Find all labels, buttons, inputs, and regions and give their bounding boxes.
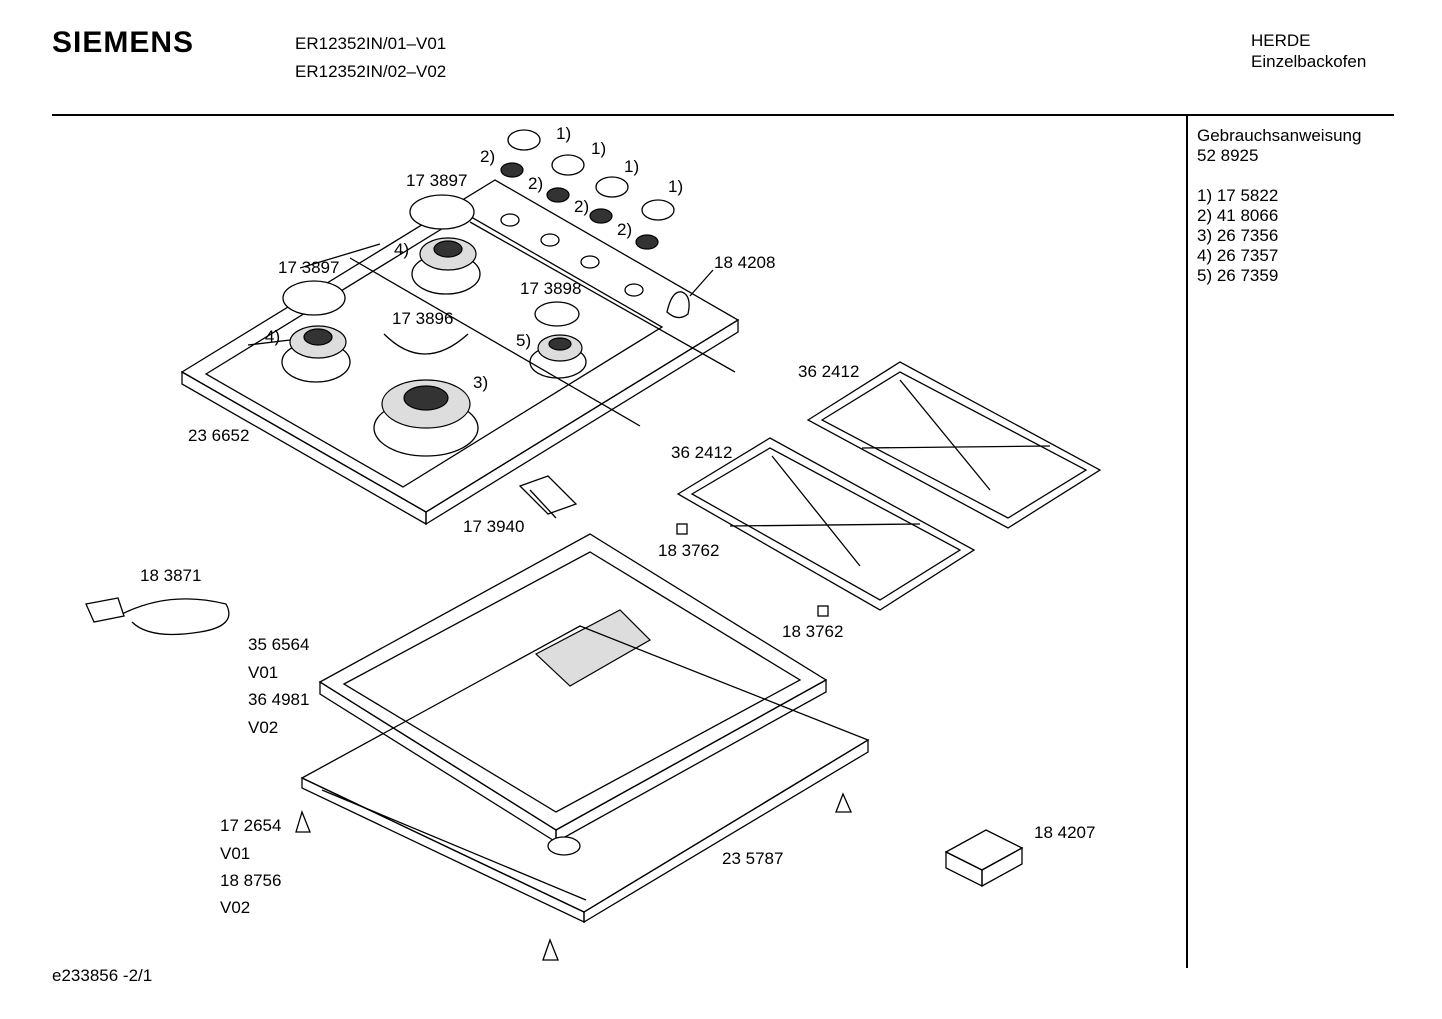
label-ignition-button: 18 4208 xyxy=(714,253,775,272)
label-cap-left: 17 3897 xyxy=(278,258,339,277)
label-burner-small: 5) xyxy=(516,331,531,350)
ignition-button xyxy=(666,269,714,319)
legend-panel: Gebrauchsanweisung 52 8925 1) 17 5822 2)… xyxy=(1197,126,1361,286)
burner-caps xyxy=(282,194,580,355)
label-foot-upper: 18 3762 xyxy=(658,541,719,560)
label-burner-medium: 4) xyxy=(265,327,280,346)
label-base-tray: 23 5787 xyxy=(722,849,783,868)
hob-top-plate xyxy=(180,179,740,526)
label-cap-top: 17 3897 xyxy=(406,171,467,190)
label-knob-ring: 2) xyxy=(480,147,495,166)
label-foot-v02: 18 8756 xyxy=(220,871,281,890)
label-foot-lower: 18 3762 xyxy=(782,622,843,641)
label-hob-top: 23 6652 xyxy=(188,426,249,445)
exploded-drawing: 1) 1) 1) 1) 2) 2) 2) 2) 17 3897 17 3897 … xyxy=(85,124,1102,961)
model-number: ER12352IN/02–V02 xyxy=(295,62,447,81)
mounting-frame xyxy=(318,533,828,844)
legend-item: 3) 26 7356 xyxy=(1197,226,1279,245)
legend-item: 2) 41 8066 xyxy=(1197,206,1279,225)
footer-code: e233856 -2/1 xyxy=(52,966,153,985)
label-frame-v01: 35 6564 xyxy=(248,635,309,654)
label-foot-v01-tag: V01 xyxy=(220,844,250,863)
grate-rear xyxy=(806,361,1102,529)
label-knob: 1) xyxy=(624,157,639,176)
legend-item: 1) 17 5822 xyxy=(1197,186,1279,205)
label-cap-large: 17 3896 xyxy=(392,309,453,328)
label-knob: 1) xyxy=(668,177,683,196)
knob-holes xyxy=(500,213,644,297)
category-block: HERDE Einzelbackofen xyxy=(1251,30,1366,72)
legend-doc-number: 52 8925 xyxy=(1197,146,1259,165)
legend-spacer xyxy=(1197,166,1361,186)
burner-large xyxy=(373,379,479,457)
label-knob-ring: 2) xyxy=(528,174,543,193)
label-foot-v02-tag: V02 xyxy=(220,898,250,917)
burner-top xyxy=(411,237,481,295)
grate-front xyxy=(676,437,976,611)
model-number: ER12352IN/01–V01 xyxy=(295,34,447,53)
legend-item: 5) 26 7359 xyxy=(1197,266,1279,285)
power-cord xyxy=(85,597,230,636)
label-connector: 17 3940 xyxy=(463,517,524,536)
legend-title: Gebrauchsanweisung xyxy=(1197,126,1362,145)
label-burner-medium: 4) xyxy=(394,240,409,259)
burner-small xyxy=(529,334,587,379)
label-foot-v01: 17 2654 xyxy=(220,816,281,835)
category-line: Einzelbackofen xyxy=(1251,52,1367,71)
junction-box xyxy=(944,829,1024,888)
base-tray xyxy=(300,625,870,924)
label-cap-small: 17 3898 xyxy=(520,279,581,298)
label-grate-rear: 36 2412 xyxy=(798,362,859,381)
part-labels: 1) 1) 1) 1) 2) 2) 2) 2) 17 3897 17 3897 … xyxy=(140,124,1095,917)
connector-block xyxy=(518,475,578,519)
label-knob-ring: 2) xyxy=(574,197,589,216)
burner-left xyxy=(281,325,351,383)
legend-item: 4) 26 7357 xyxy=(1197,246,1279,265)
rubber-feet xyxy=(676,523,829,617)
label-frame-v01-tag: V01 xyxy=(248,663,278,682)
tray-feet xyxy=(295,792,853,961)
header-divider xyxy=(52,114,1394,116)
label-knob: 1) xyxy=(591,139,606,158)
category-line: HERDE xyxy=(1251,31,1311,50)
label-knob-ring: 2) xyxy=(617,220,632,239)
legend-divider xyxy=(1186,116,1188,968)
label-power-cord: 18 3871 xyxy=(140,566,201,585)
knob-rings xyxy=(500,162,659,250)
label-frame-v02: 36 4981 xyxy=(248,690,309,709)
label-burner-large: 3) xyxy=(473,373,488,392)
model-list: ER12352IN/01–V01 ER12352IN/02–V02 xyxy=(295,30,446,86)
knobs xyxy=(507,129,675,221)
label-knob: 1) xyxy=(556,124,571,143)
leader-lines xyxy=(247,243,381,346)
label-junction-box: 18 4207 xyxy=(1034,823,1095,842)
label-frame-v02-tag: V02 xyxy=(248,718,278,737)
label-grate-front: 36 2412 xyxy=(671,443,732,462)
brand-logo: SIEMENS xyxy=(52,26,195,59)
